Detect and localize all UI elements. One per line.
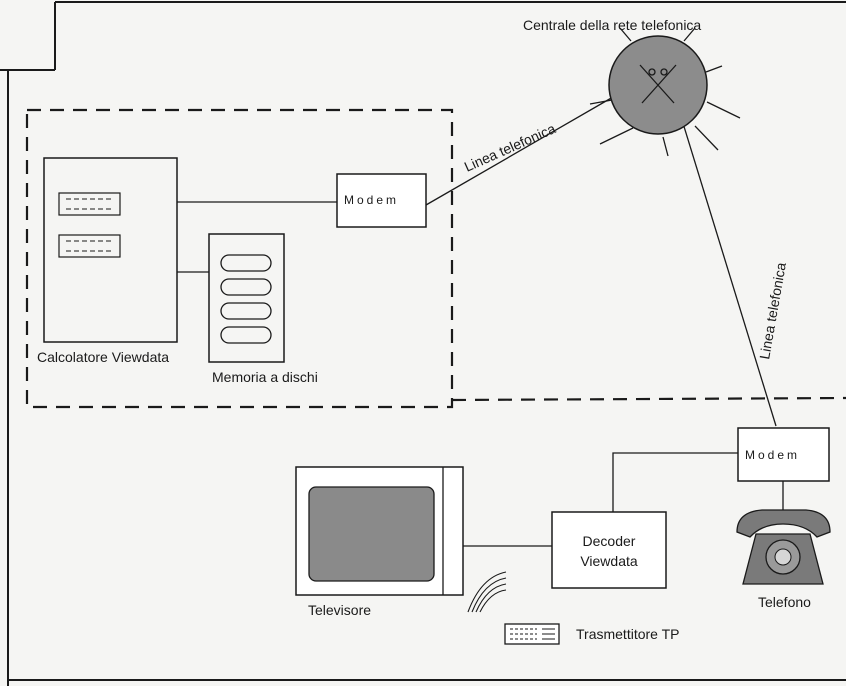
infrared-waves-icon: [467, 571, 507, 613]
exchange-label: Centrale della rete telefonica: [523, 17, 701, 33]
modem-bottom: Modem: [737, 427, 830, 482]
phone-label: Telefono: [758, 594, 811, 610]
dashed-separator: [451, 396, 846, 402]
decoder-label-line2: Viewdata: [580, 553, 638, 569]
exchange: Centrale della rete telefonica: [523, 17, 741, 157]
tv-screen: [308, 486, 435, 582]
phone-dial-center: [774, 548, 792, 566]
remote-transmitter: Trasmettitore TP: [504, 623, 679, 645]
disk-memory-label: Memoria a dischi: [212, 369, 318, 385]
disk-cabinet: [208, 233, 285, 363]
computer-cabinet: [43, 157, 178, 343]
modem-top-box: [336, 173, 427, 228]
disk-platter-1: [220, 254, 272, 272]
modem-to-decoder-line: [612, 452, 738, 512]
computer-label: Calcolatore Viewdata: [37, 349, 169, 365]
disk-platter-3: [220, 302, 272, 320]
modem-bottom-box: [737, 427, 830, 482]
disk-memory: Memoria a dischi: [208, 233, 318, 385]
modem-top: Modem: [336, 173, 427, 228]
disk-platter-2: [220, 278, 272, 296]
modem-bottom-label: Modem: [745, 448, 800, 462]
exchange-switch-icon: [639, 64, 677, 104]
modem-top-label: Modem: [344, 193, 399, 207]
upper-phone-line: [425, 96, 614, 206]
decoder: Decoder Viewdata: [551, 511, 667, 589]
viewdata-computer: Calcolatore Viewdata: [37, 157, 178, 365]
exchange-spokes: [589, 27, 741, 157]
tv-label: Televisore: [308, 602, 371, 618]
decoder-box: [551, 511, 667, 589]
computer-drive-slot-2: [58, 234, 121, 258]
decoder-label-line1: Decoder: [583, 533, 636, 549]
right-phone-line: [681, 119, 777, 427]
provider-dashed-box: [25, 108, 454, 409]
television: Televisore: [295, 466, 464, 618]
transmitter-label: Trasmettitore TP: [576, 626, 679, 642]
phone-handset: [736, 509, 831, 538]
telephone: Telefono: [736, 509, 831, 610]
disk-platter-4: [220, 326, 272, 344]
computer-drive-slot-1: [58, 192, 121, 216]
